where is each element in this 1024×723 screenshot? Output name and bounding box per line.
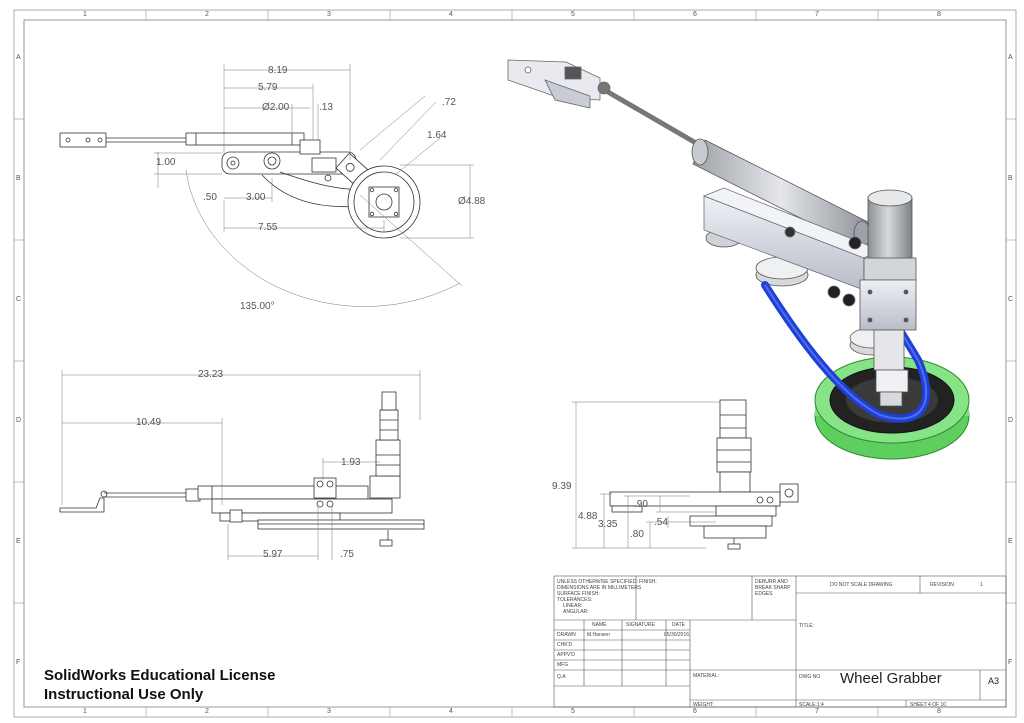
- zone-col-4: 4: [449, 11, 453, 18]
- tb-mfg: MFG: [557, 662, 569, 668]
- dim-1-93: 1.93: [341, 457, 361, 468]
- zone-row-d-right: D: [1008, 417, 1014, 424]
- zone-col-5-bottom: 5: [571, 708, 575, 715]
- tb-surface: SURFACE FINISH:: [557, 591, 600, 597]
- tb-revision-label: REVISION: [930, 582, 954, 588]
- dim-angle-135: 135.00°: [240, 301, 275, 312]
- dim-7-55: 7.55: [258, 222, 278, 233]
- zone-row-f-right: F: [1008, 659, 1013, 666]
- tb-weight: WEIGHT:: [693, 702, 714, 708]
- zone-col-1: 1: [83, 11, 87, 18]
- tb-deburr-3: EDGES: [755, 591, 773, 597]
- dim-0-50: .50: [203, 192, 217, 203]
- dim-0-90: .90: [634, 499, 648, 510]
- tb-chkd: CHK'D: [557, 642, 573, 648]
- tb-unless: UNLESS OTHERWISE SPECIFIED:: [557, 579, 638, 585]
- zone-row-b: B: [16, 175, 21, 182]
- tb-do-not-scale: DO NOT SCALE DRAWING: [830, 582, 893, 588]
- zone-col-1-bottom: 1: [83, 708, 87, 715]
- tb-title-label: TITLE:: [799, 623, 815, 629]
- tb-material: MATERIAL:: [693, 673, 720, 679]
- dim-0-13: .13: [319, 102, 333, 113]
- side-view: [609, 399, 799, 550]
- mount-bracket: [507, 59, 611, 109]
- drawing-title: Wheel Grabber: [840, 670, 942, 687]
- zone-row-c: C: [16, 296, 22, 303]
- license-line-1: SolidWorks Educational License: [44, 667, 276, 684]
- zone-col-2: 2: [205, 11, 209, 18]
- dim-1-64: 1.64: [427, 130, 447, 141]
- tb-tolerances: TOLERANCES:: [557, 597, 593, 603]
- tb-deburr-2: BREAK SHARP: [755, 585, 791, 591]
- side-view-dimension-lines: [572, 401, 720, 549]
- front-view-dimension-lines: [61, 370, 421, 560]
- sheet-border: [13, 9, 1017, 718]
- dim-0-72: .72: [442, 97, 456, 108]
- arm-body: [702, 187, 881, 307]
- dim-2-00: Ø2.00: [262, 102, 290, 113]
- dim-5-79: 5.79: [258, 82, 278, 93]
- dim-4-88-diameter: Ø4.88: [458, 196, 486, 207]
- tb-finish: FINISH:: [639, 579, 657, 585]
- tb-appvd: APPV'D: [557, 652, 575, 658]
- dim-3-00: 3.00: [246, 192, 266, 203]
- zone-col-8: 8: [937, 11, 941, 18]
- front-view: [59, 391, 425, 547]
- dim-9-39: 9.39: [552, 481, 572, 492]
- dim-0-80: .80: [630, 529, 644, 540]
- tb-qa: Q.A: [557, 674, 566, 680]
- zone-col-3: 3: [327, 11, 331, 18]
- zone-row-a: A: [16, 54, 21, 61]
- zone-row-a-right: A: [1008, 54, 1013, 61]
- zone-col-7: 7: [815, 11, 819, 18]
- dim-8-19: 8.19: [268, 65, 288, 76]
- tb-col-date: DATE: [672, 622, 685, 628]
- dim-0-75: .75: [340, 549, 354, 560]
- tb-sheet: SHEET 4 OF 10: [910, 702, 947, 708]
- dim-4-88: 4.88: [578, 511, 598, 522]
- tb-drawn: DRAWN: [557, 632, 576, 638]
- zone-col-6-bottom: 6: [693, 708, 697, 715]
- tb-drawn-name: M.Hansen: [587, 632, 610, 638]
- tb-col-signature: SIGNATURE: [626, 622, 655, 628]
- top-view-dimension-lines: [154, 64, 474, 307]
- zone-row-e-right: E: [1008, 538, 1013, 545]
- dim-3-35: 3.35: [598, 519, 618, 530]
- title-block-grid: [553, 575, 1007, 708]
- tb-col-name: NAME: [592, 622, 607, 628]
- tb-linear: LINEAR:: [563, 603, 583, 609]
- zone-row-d: D: [16, 417, 22, 424]
- tb-scale: SCALE:1:4: [799, 702, 824, 708]
- tb-size: A3: [988, 676, 1000, 686]
- top-view: [59, 132, 421, 239]
- dim-23-23: 23.23: [198, 369, 224, 380]
- zone-col-8-bottom: 8: [937, 708, 941, 715]
- zone-row-e: E: [16, 538, 21, 545]
- zone-row-c-right: C: [1008, 296, 1014, 303]
- zone-col-4-bottom: 4: [449, 708, 453, 715]
- zone-col-7-bottom: 7: [815, 708, 819, 715]
- license-line-2: Instructional Use Only: [44, 686, 204, 703]
- isometric-view: [507, 59, 970, 460]
- zone-col-6: 6: [693, 11, 697, 18]
- tb-angular: ANGULAR:: [563, 609, 589, 615]
- dim-5-97: 5.97: [263, 549, 283, 560]
- tb-drawn-date: 05/30/2016: [664, 632, 690, 638]
- tb-dwg-no: DWG NO.: [799, 674, 822, 680]
- tb-dims-mm: DIMENSIONS ARE IN MILLIMETERS: [557, 585, 642, 591]
- zone-col-2-bottom: 2: [205, 708, 209, 715]
- zone-col-5: 5: [571, 11, 575, 18]
- zone-row-f: F: [16, 659, 21, 666]
- dim-1-00: 1.00: [156, 157, 176, 168]
- dim-10-49: 10.49: [136, 417, 162, 428]
- zone-col-3-bottom: 3: [327, 708, 331, 715]
- tb-revision-value: 1: [980, 582, 983, 588]
- dim-0-54: .54: [654, 517, 668, 528]
- zone-row-b-right: B: [1008, 175, 1013, 182]
- motor: [859, 189, 917, 407]
- tb-deburr-1: DEBURR AND: [755, 579, 788, 585]
